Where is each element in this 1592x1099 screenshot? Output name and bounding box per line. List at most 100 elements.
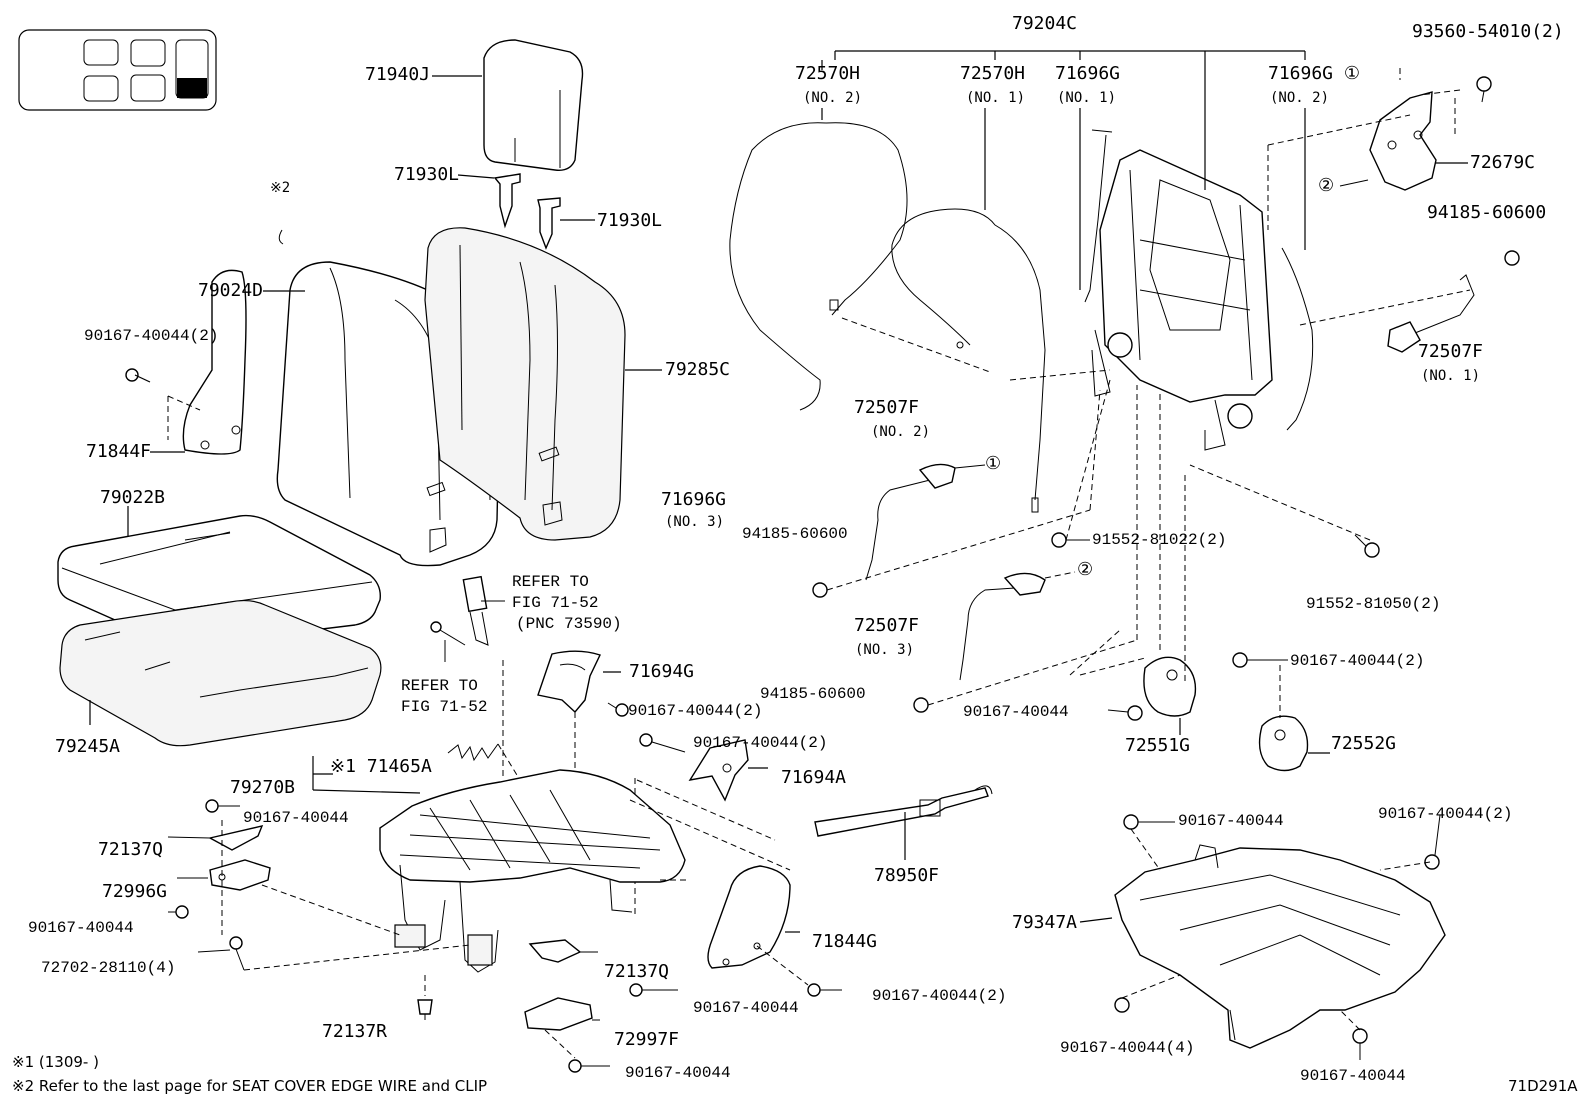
headrest-guide <box>457 173 595 250</box>
cover-72679C <box>1267 68 1492 230</box>
part-72507F-no3-sub: (NO. 3) <box>855 642 915 658</box>
part-72507F-no1-sub: (NO. 1) <box>1421 368 1481 384</box>
part-78950F[interactable]: 78950F <box>874 865 940 886</box>
part-94185-60600-mid[interactable]: 94185-60600 <box>742 525 848 543</box>
part-90167-40044-b[interactable]: 90167-40044 <box>28 919 134 937</box>
footnote-2: ※2 Refer to the last page for SEAT COVER… <box>12 1077 488 1095</box>
recliner-cover-72552G <box>1184 475 1330 772</box>
refer-to-2[interactable]: REFER TO <box>401 677 478 695</box>
seat-side-cover <box>707 865 842 997</box>
refer-to-1-fig[interactable]: FIG 71-52 <box>512 594 599 612</box>
part-71696G-no3[interactable]: 71696G <box>661 489 727 510</box>
footnote-1: ※1 (1309- ) <box>12 1053 99 1071</box>
part-71696G-no2-sub: (NO. 2) <box>1270 90 1330 106</box>
part-71465A[interactable]: ※1 71465A <box>330 756 432 777</box>
part-79024D[interactable]: 79024D <box>198 280 264 301</box>
part-90167-40044-e[interactable]: 90167-40044 <box>1300 1067 1406 1085</box>
left-hardware <box>167 799 471 971</box>
part-79245A[interactable]: 79245A <box>55 736 121 757</box>
part-79270B[interactable]: 79270B <box>230 777 296 798</box>
rod-no1 <box>1079 108 1113 303</box>
part-90167-40044-4[interactable]: 90167-40044(4) <box>1060 1039 1195 1057</box>
part-72702-28110[interactable]: 72702-28110(4) <box>41 959 176 977</box>
part-94185-60600-right[interactable]: 94185-60600 <box>1427 202 1547 223</box>
part-71696G-no3-sub: (NO. 3) <box>665 514 725 530</box>
part-79285C[interactable]: 79285C <box>665 359 731 380</box>
part-90167-40044-c[interactable]: 90167-40044 <box>693 999 799 1017</box>
part-91552-81050[interactable]: 91552-81050(2) <box>1306 595 1441 613</box>
part-71930L-a[interactable]: 71930L <box>394 164 460 185</box>
part-72507F-no2[interactable]: 72507F <box>854 397 920 418</box>
part-90167-40044-rb[interactable]: 90167-40044 <box>1178 812 1284 830</box>
part-94185-60600-low[interactable]: 94185-60600 <box>760 685 866 703</box>
part-72570H-no2[interactable]: 72570H <box>795 63 861 84</box>
part-72552G[interactable]: 72552G <box>1331 733 1397 754</box>
cable-no1 <box>841 108 1046 513</box>
rod-no2 <box>1281 108 1314 431</box>
part-71940J[interactable]: 71940J <box>365 64 431 85</box>
cap <box>417 975 433 1020</box>
part-72996G[interactable]: 72996G <box>102 881 168 902</box>
part-72551G[interactable]: 72551G <box>1125 735 1191 756</box>
part-72570H-no1-sub: (NO. 1) <box>966 90 1026 106</box>
recliner-cover-72551G <box>1079 390 1197 735</box>
strap <box>636 779 993 860</box>
part-71844G[interactable]: 71844G <box>812 931 878 952</box>
part-72507F-no1[interactable]: 72507F <box>1418 341 1484 362</box>
part-79022B[interactable]: 79022B <box>100 487 166 508</box>
part-90167-40044-2-b[interactable]: 90167-40044(2) <box>693 734 828 752</box>
callout-1-mid: ① <box>985 453 1002 474</box>
under-tray <box>1079 814 1446 1060</box>
clip-icon <box>278 229 284 245</box>
seatback-pad <box>424 227 662 541</box>
part-93560-54010[interactable]: 93560-54010(2) <box>1412 21 1564 42</box>
part-90167-40044-d[interactable]: 90167-40044 <box>625 1064 731 1082</box>
right-lower-hardware <box>524 939 678 1073</box>
part-90167-40044-2-right[interactable]: 90167-40044(2) <box>1290 652 1425 670</box>
part-79204C[interactable]: 79204C <box>1012 13 1078 34</box>
part-90167-40044-a[interactable]: 90167-40044 <box>243 809 349 827</box>
part-72137R[interactable]: 72137R <box>322 1021 388 1042</box>
refer-to-2-fig[interactable]: FIG 71-52 <box>401 698 488 716</box>
connectors <box>629 369 1121 881</box>
part-71694G[interactable]: 71694G <box>629 661 695 682</box>
part-72570H-no2-sub: (NO. 2) <box>803 90 863 106</box>
part-72137Q-a[interactable]: 72137Q <box>98 839 164 860</box>
part-72570H-no1[interactable]: 72570H <box>960 63 1026 84</box>
part-90167-40044-2-a[interactable]: 90167-40044(2) <box>628 702 763 720</box>
seat-locator-icon <box>18 29 217 111</box>
part-91552-81022[interactable]: 91552-81022(2) <box>1092 531 1227 549</box>
part-72679C[interactable]: 72679C <box>1470 152 1536 173</box>
part-90167-40044-2-rb[interactable]: 90167-40044(2) <box>1378 805 1513 823</box>
note2-marker: ※2 <box>270 180 291 196</box>
part-71696G-no1-sub: (NO. 1) <box>1057 90 1117 106</box>
part-79347A[interactable]: 79347A <box>1012 912 1078 933</box>
part-72507F-no2-sub: (NO. 2) <box>871 424 931 440</box>
refer-to-1[interactable]: REFER TO <box>512 573 589 591</box>
lever-no3 <box>913 385 1138 713</box>
part-72507F-no3[interactable]: 72507F <box>854 615 920 636</box>
headrest <box>432 39 584 171</box>
spring <box>447 743 521 781</box>
screw-91552-81050 <box>1189 464 1380 558</box>
refer-to-1-pnc: (PNC 73590) <box>516 615 622 633</box>
bracket-lower <box>634 733 768 915</box>
part-71844F[interactable]: 71844F <box>86 441 152 462</box>
part-71694A[interactable]: 71694A <box>781 767 847 788</box>
part-71696G-no2[interactable]: 71696G ① <box>1268 63 1360 84</box>
part-72137Q-b[interactable]: 72137Q <box>604 961 670 982</box>
cable-no2 <box>729 60 908 411</box>
part-72997F[interactable]: 72997F <box>614 1029 680 1050</box>
part-90167-40044-2-left[interactable]: 90167-40044(2) <box>84 327 219 345</box>
lever-no2 <box>812 389 1101 598</box>
part-71930L-b[interactable]: 71930L <box>597 210 663 231</box>
seat-frame <box>312 756 686 973</box>
part-90167-40044-mid[interactable]: 90167-40044 <box>963 703 1069 721</box>
seat-belt-buckle <box>430 575 505 780</box>
seat-cushion-pad <box>59 599 382 747</box>
part-71696G-no1[interactable]: 71696G <box>1055 63 1121 84</box>
leader-79204C <box>834 50 1306 60</box>
part-90167-40044-2-c[interactable]: 90167-40044(2) <box>872 987 1007 1005</box>
